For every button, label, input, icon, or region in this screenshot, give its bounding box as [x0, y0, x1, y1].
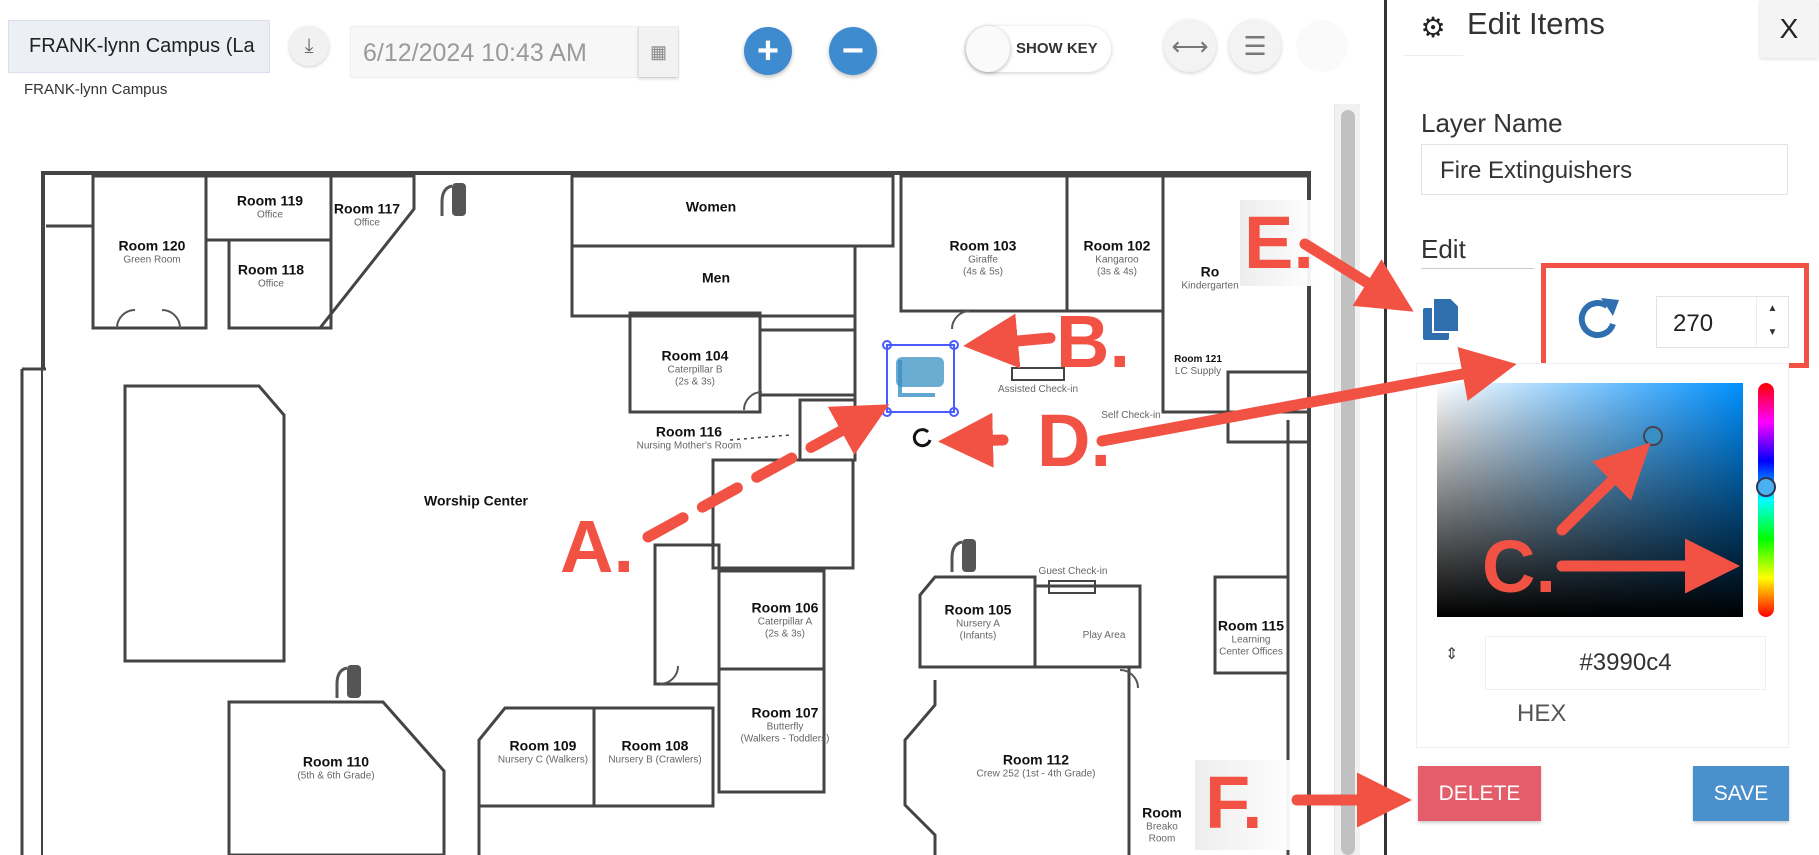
- datetime-value: 6/12/2024 10:43 AM: [363, 39, 587, 67]
- layer-name-label: Layer Name: [1421, 108, 1563, 138]
- show-key-label: SHOW KEY: [1016, 40, 1098, 57]
- room-label-worship-center: Worship Center: [424, 492, 528, 509]
- toggle-knob: [966, 26, 1010, 72]
- format-toggle-icon[interactable]: ⇕: [1445, 646, 1459, 663]
- filters-button[interactable]: ☰: [1229, 20, 1281, 72]
- fit-width-button[interactable]: ⟷: [1164, 20, 1216, 72]
- hex-label: HEX: [1517, 700, 1567, 727]
- room-label: Room 110(5th & 6th Grade): [297, 753, 375, 782]
- color-picker-handle[interactable]: [1643, 426, 1663, 446]
- gear-icon[interactable]: ⚙: [1403, 0, 1463, 56]
- assisted-checkin-label: Assisted Check-in: [997, 384, 1079, 395]
- hue-slider[interactable]: [1758, 383, 1774, 617]
- rotation-input[interactable]: 270 ▲▼: [1656, 296, 1789, 348]
- guest-checkin-label: Guest Check-in: [1038, 566, 1108, 577]
- scrollbar-thumb[interactable]: [1341, 110, 1355, 855]
- play-area-label: Play Area: [1082, 630, 1126, 641]
- rotate-icon[interactable]: [1575, 296, 1623, 342]
- fire-extinguisher-icon: [335, 183, 976, 698]
- layer-name-input[interactable]: Fire Extinguishers: [1421, 144, 1788, 195]
- room-label-men: Men: [702, 269, 730, 286]
- duplicate-icon[interactable]: [1421, 296, 1463, 342]
- close-button[interactable]: X: [1760, 0, 1818, 58]
- panel-title: Edit Items: [1467, 6, 1605, 41]
- zoom-in-button[interactable]: +: [744, 27, 792, 75]
- hue-slider-handle[interactable]: [1756, 477, 1776, 497]
- edit-label: Edit: [1421, 234, 1534, 269]
- room-label-women: Women: [685, 198, 737, 215]
- annotation-e-label: E.: [1240, 200, 1318, 286]
- delete-button[interactable]: DELETE: [1418, 766, 1541, 821]
- selected-fire-extinguisher: [882, 340, 959, 448]
- campus-select[interactable]: FRANK-lynn Campus (La: [8, 20, 270, 73]
- download-icon: ⤓: [304, 34, 314, 57]
- rotation-stepper[interactable]: ▲▼: [1756, 297, 1788, 347]
- toolbar-button-hidden[interactable]: [1296, 20, 1348, 72]
- show-key-toggle[interactable]: SHOW KEY: [966, 26, 1111, 72]
- save-button[interactable]: SAVE: [1693, 766, 1789, 821]
- edit-items-panel: ⚙ Edit Items X Layer Name Fire Extinguis…: [1384, 0, 1819, 855]
- annotation-d-label: D.: [1037, 399, 1111, 482]
- sliders-icon: ☰: [1243, 30, 1267, 61]
- annotation-c-label: C.: [1482, 525, 1556, 608]
- download-button[interactable]: ⤓: [289, 26, 329, 66]
- calendar-icon[interactable]: ▦: [638, 27, 678, 77]
- rotation-value: 270: [1673, 310, 1714, 337]
- hex-input[interactable]: #3990c4: [1485, 636, 1766, 690]
- map-scrollbar[interactable]: [1334, 104, 1360, 855]
- zoom-out-button[interactable]: −: [829, 27, 877, 75]
- annotation-b-label: B.: [1056, 300, 1130, 383]
- annotation-f-label: F.: [1195, 760, 1295, 850]
- horizontal-arrows-icon: ⟷: [1171, 30, 1209, 61]
- campus-subtitle: FRANK-lynn Campus: [24, 81, 168, 98]
- annotation-a-label: A.: [560, 505, 634, 588]
- datetime-input[interactable]: 6/12/2024 10:43 AM ▦: [350, 26, 679, 78]
